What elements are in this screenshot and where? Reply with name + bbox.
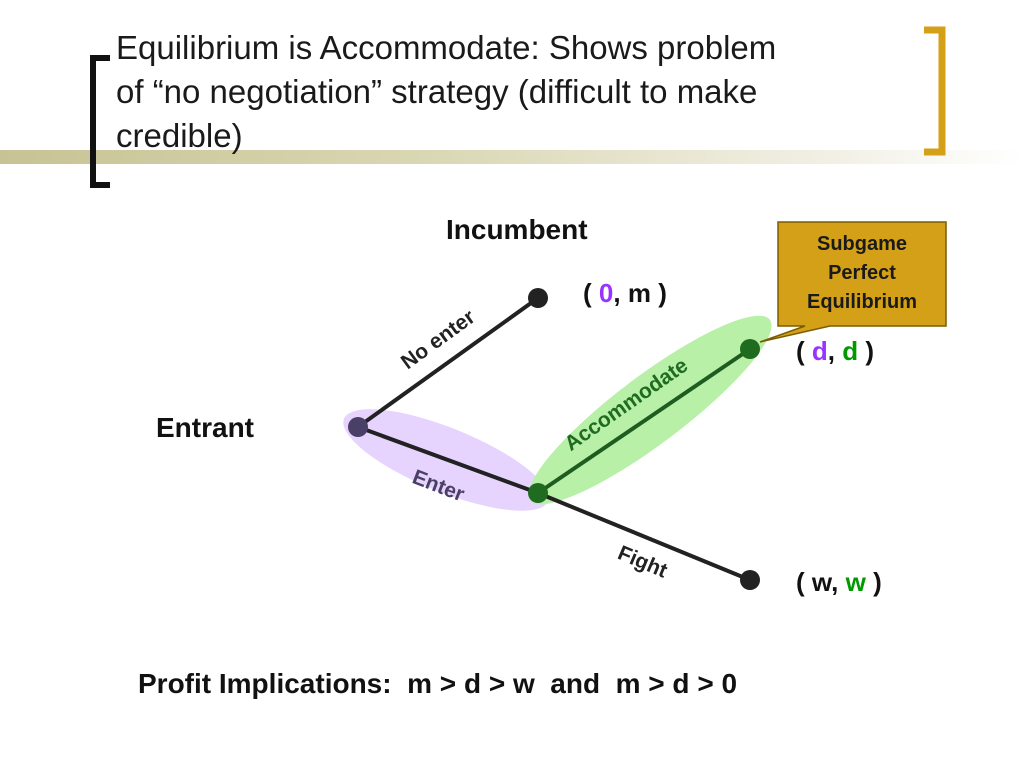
paren-close: )	[865, 336, 875, 366]
payoff-entrant-value: 0	[598, 278, 614, 308]
profit-implications: Profit Implications: m > d > w and m > d…	[138, 668, 738, 699]
payoff-separator: ,	[613, 278, 621, 308]
right-bracket	[924, 26, 946, 156]
no-enter-terminal-node	[528, 288, 548, 308]
callout-text: Subgame Perfect Equilibrium	[780, 230, 944, 317]
branch-label-fight: Fight	[614, 541, 670, 582]
paren-close: )	[873, 567, 882, 597]
title-line-3: credible)	[116, 117, 243, 154]
accommodate-terminal-node	[740, 339, 760, 359]
payoff-incumbent-value: m	[627, 278, 651, 308]
callout-line-1: Subgame	[816, 233, 908, 255]
title-line-1: Equilibrium is Accommodate: Shows proble…	[116, 29, 777, 66]
payoff-fight: ( w, w )	[796, 567, 882, 598]
entrant-node	[348, 417, 368, 437]
edge-accommodate	[536, 347, 752, 495]
incumbent-node	[528, 483, 548, 503]
left-bracket	[90, 55, 110, 188]
entrant-label: Entrant	[156, 412, 254, 443]
title-underline-stripe	[0, 150, 1024, 164]
payoff-incumbent-value: d	[842, 336, 859, 366]
branch-label-no-enter: No enter	[397, 305, 479, 374]
payoff-incumbent-value: w	[845, 567, 866, 597]
payoff-separator: ,	[831, 567, 839, 597]
edge-enter	[357, 425, 539, 495]
callout-line-3: Equilibrium	[807, 291, 917, 313]
page-title: Equilibrium is Accommodate: Shows proble…	[116, 26, 916, 158]
subgame-perfect-callout	[759, 221, 947, 343]
payoff-separator: ,	[827, 336, 836, 366]
payoff-no-enter: ( 0, m )	[583, 278, 667, 309]
payoff-entrant-value: d	[811, 336, 828, 366]
edge-no-enter	[356, 296, 540, 429]
payoff-entrant-value: w	[811, 567, 832, 597]
edge-fight	[537, 491, 751, 582]
paren-close: )	[658, 278, 667, 308]
incumbent-label: Incumbent	[446, 214, 588, 245]
paren-open: (	[796, 336, 805, 366]
payoff-accommodate: ( d, d )	[796, 336, 874, 367]
callout-line-2: Perfect	[828, 262, 896, 284]
paren-open: (	[796, 567, 805, 597]
paren-open: (	[583, 278, 592, 308]
title-line-2: of “no negotiation” strategy (difficult …	[116, 73, 758, 110]
fight-terminal-node	[740, 570, 760, 590]
accommodate-branch-highlight	[528, 315, 772, 505]
